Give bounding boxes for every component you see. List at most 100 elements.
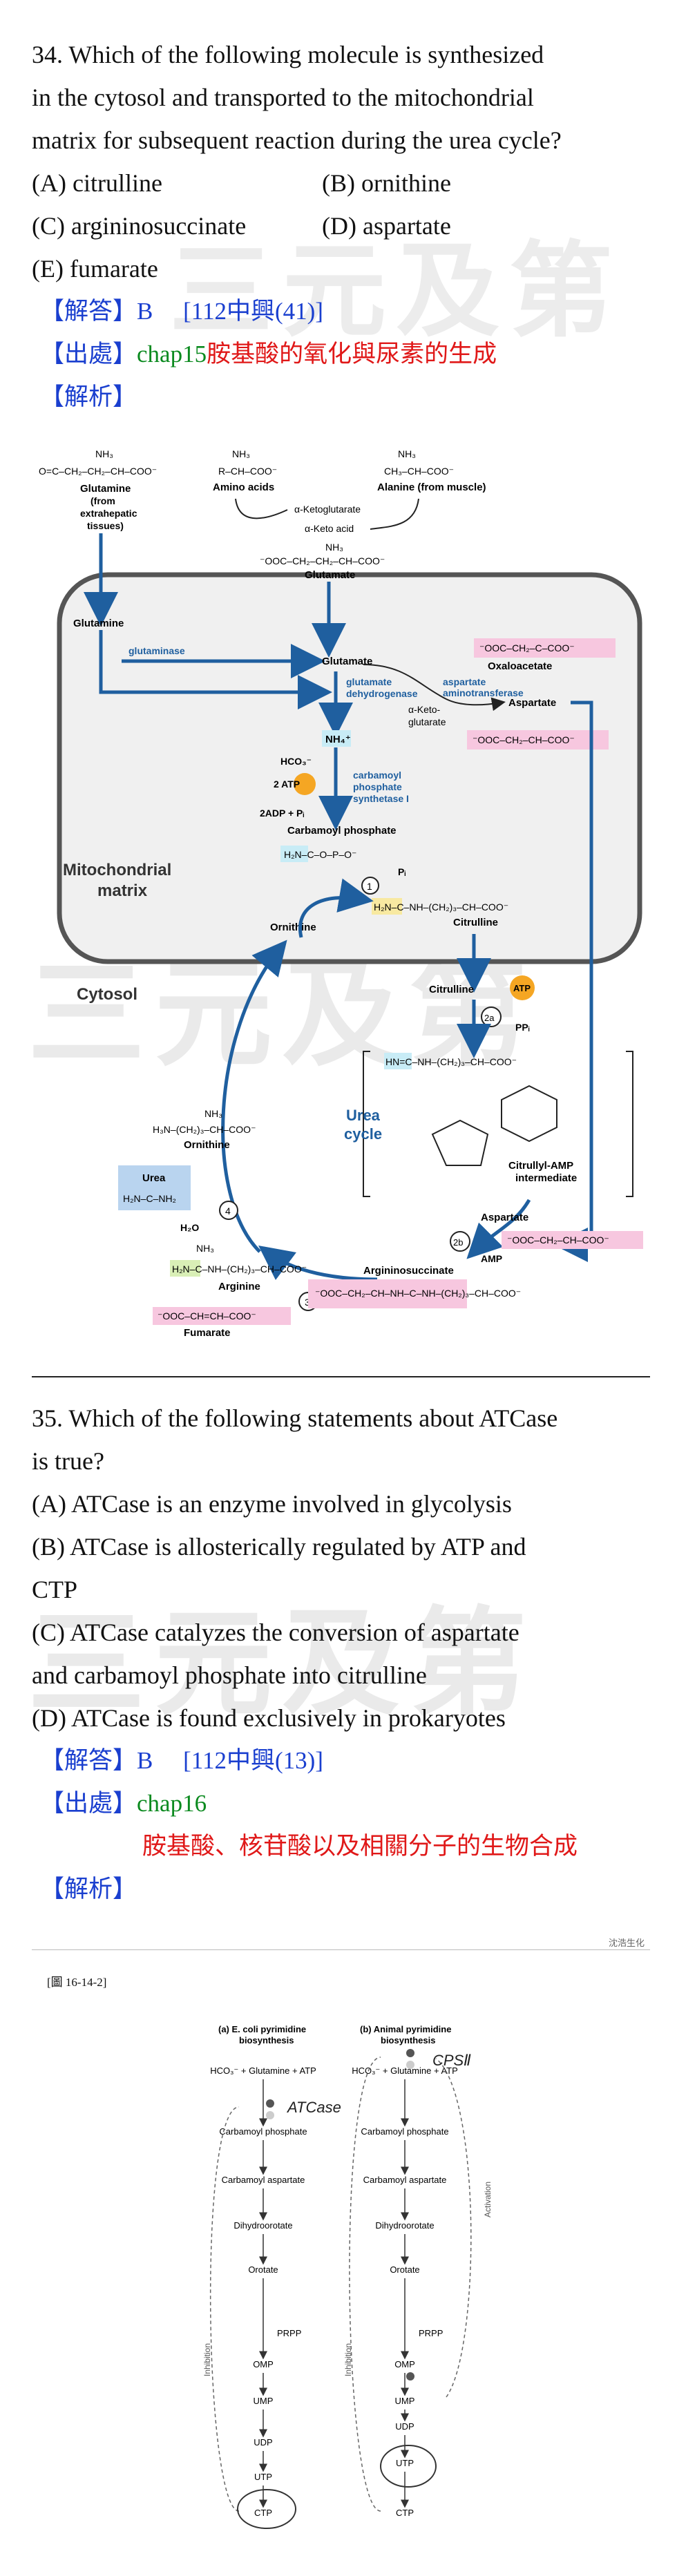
col-b-step-3: Dihydroorotate	[375, 2220, 434, 2231]
as-structure: ⁻OOC–CH₂–CH–NH–C–NH–(CH₂)₃–CH–COO⁻	[315, 1288, 521, 1299]
flow-arrow	[99, 630, 332, 709]
camp-label-1: Citrullyl-AMP	[508, 1160, 573, 1172]
oaa-structure: ⁻OOC–CH₂–C–COO⁻	[479, 642, 575, 653]
gdh-label-2: dehydrogenase	[346, 688, 418, 699]
col-a-title-2: biosynthesis	[239, 2035, 294, 2045]
cp-highlight	[280, 846, 308, 862]
question-line: 35. Which of the following statements ab…	[32, 1404, 558, 1432]
watermark: 三元及第	[28, 1596, 537, 1733]
bracket	[363, 1051, 633, 1197]
option-d: (D) aspartate	[322, 212, 451, 240]
glutamine-structure: O=C–CH₂–CH₂–CH–COO⁻	[39, 466, 157, 477]
source-title-line: 胺基酸、核苷酸以及相關分子的生物合成	[40, 1825, 578, 1868]
ca-structure: HN=C–NH–(CH₂)₃–CH–COO⁻	[385, 1056, 517, 1067]
answer-value: B	[137, 1747, 153, 1774]
answer-block-34: 【解答】B [112中興(41)] 【出處】chap15胺基酸的氧化與尿素的生成…	[40, 290, 497, 419]
step-4: 4	[225, 1205, 231, 1217]
step-2a: 2a	[484, 1013, 495, 1023]
option-c-cont: and carbamoyl phosphate into citrulline	[32, 1661, 427, 1689]
prpp-b: PRPP	[419, 2328, 443, 2338]
arg-highlight	[170, 1260, 200, 1277]
options-row: (E) fumarate	[32, 247, 562, 290]
source-label: 【出處】	[40, 341, 137, 368]
col-a-step-1: Carbamoyl phosphate	[219, 2126, 307, 2137]
asp2-structure: ⁻OOC–CH₂–CH–COO⁻	[507, 1234, 609, 1246]
answer-line: 【解答】B [112中興(41)]	[40, 290, 497, 333]
step-marker	[219, 1201, 238, 1220]
option-b: (B) ATCase is allosterically regulated b…	[32, 1533, 526, 1561]
explain-label: 【解析】	[40, 1876, 137, 1902]
glutamine-nh3: NH₃	[95, 448, 113, 459]
question-line: matrix for subsequent reaction during th…	[32, 126, 562, 154]
col-b-step-1: Carbamoyl phosphate	[361, 2126, 448, 2137]
col-b-step-6: UMP	[395, 2396, 415, 2406]
step-1: 1	[367, 881, 372, 892]
adenine-ring	[501, 1085, 557, 1143]
explain-line: 【解析】	[40, 376, 497, 419]
question-line: 34. Which of the following molecule is s…	[32, 41, 544, 68]
glutamate-mito-label: Glutamate	[322, 656, 372, 667]
answer-value: B	[137, 298, 153, 325]
explain-label: 【解析】	[40, 383, 137, 410]
col-a-steps: HCO₃⁻ + Glutamine + ATP Carbamoyl phospha…	[210, 2065, 316, 2518]
urea-structure: H₂N–C–NH₂	[123, 1193, 176, 1204]
ast-label-2: aminotransferase	[443, 687, 524, 698]
question-line: is true?	[32, 1447, 104, 1475]
glutamine-from3: tissues)	[87, 520, 124, 531]
option-c: (C) ATCase catalyzes the conversion of a…	[32, 1619, 519, 1646]
fumarate-structure: ⁻OOC–CH=CH–COO⁻	[158, 1310, 256, 1322]
activation-b: Activation	[483, 2182, 493, 2217]
citrulline-cyto-label: Citrulline	[429, 984, 474, 995]
answer-source: [112中興(13)]	[183, 1747, 323, 1774]
source-title: 胺基酸、核苷酸以及相關分子的生物合成	[142, 1833, 578, 1860]
arginine-structure: H₂N–C–NH–(CH₂)₃–CH–COO⁻	[172, 1263, 307, 1275]
nh4-highlight	[322, 730, 351, 747]
arginine-nh2: NH₃	[196, 1243, 214, 1254]
ornithine-structure: H₃N–(CH₂)₃–CH–COO⁻	[153, 1124, 256, 1135]
transamination-arrow	[370, 498, 419, 530]
glutamine-label: Glutamine	[80, 483, 131, 495]
option-b-cont: CTP	[32, 1576, 78, 1603]
step-2b: 2b	[453, 1237, 463, 1248]
col-a-step-9: CTP	[254, 2508, 272, 2518]
col-b-step-5: OMP	[394, 2359, 415, 2369]
cycle-arrow	[221, 939, 287, 1253]
transamination-arrow	[363, 664, 506, 712]
answer-source: [112中興(41)]	[183, 298, 323, 325]
source-line: 【出處】chap15胺基酸的氧化與尿素的生成	[40, 333, 497, 376]
cps2-label: phosphate	[353, 781, 402, 792]
akg2-label-a: α-Keto-	[408, 704, 441, 715]
cp-structure: H₂N–C–O–P–O⁻	[284, 849, 356, 860]
oxaloacetate-label: Oxaloacetate	[488, 660, 552, 672]
col-a-step-7: UDP	[254, 2437, 272, 2448]
h2o-label: H₂O	[180, 1222, 199, 1233]
source-label: 【出處】	[40, 1790, 137, 1817]
citrulline-label: Citrulline	[453, 917, 498, 928]
ca-highlight	[384, 1053, 412, 1069]
regulatory-dot	[406, 2372, 414, 2381]
options-row: (C) argininosuccinate (D) aspartate	[32, 204, 562, 247]
regulatory-dot	[266, 2099, 274, 2108]
argininosuccinate-label: Argininosuccinate	[363, 1265, 454, 1277]
pyrimidine-figure: 沈浩生化 [圖 16-14-2] (a) E. coli pyrimidine …	[32, 1934, 650, 2576]
camp-label-2: intermediate	[515, 1172, 577, 1184]
source-chapter: chap15	[137, 341, 207, 368]
inhibition-b: Inhibition	[343, 2343, 353, 2376]
urea-cycle-diagram: NH₃ O=C–CH₂–CH₂–CH–COO⁻ Glutamine (from …	[39, 448, 643, 1339]
amino-structure: R–CH–COO⁻	[218, 466, 277, 477]
divider	[32, 1376, 650, 1377]
fum-highlight	[153, 1307, 291, 1325]
col-b-step-4: Orotate	[390, 2264, 419, 2275]
pyrimidine-diagram: (a) E. coli pyrimidine biosynthesis (b) …	[202, 2024, 493, 2529]
col-a-step-0: HCO₃⁻ + Glutamine + ATP	[210, 2065, 316, 2076]
inhibition-a: Inhibition	[202, 2343, 212, 2376]
watermark: 三元及第	[169, 231, 623, 352]
nh4-label: NH₄⁺	[325, 734, 351, 745]
cycle-arrow	[258, 1246, 378, 1281]
ornithine-nh3: NH₃	[204, 1108, 222, 1119]
pi-label: Pᵢ	[398, 866, 406, 877]
figure-ref: [圖 16-14-2]	[47, 1976, 107, 1989]
answer-block-35: 【解答】B [112中興(13)] 【出處】chap16 胺基酸、核苷酸以及相關…	[40, 1739, 578, 1911]
source-title: 胺基酸的氧化與尿素的生成	[207, 341, 497, 368]
col-a-title-1: (a) E. coli pyrimidine	[218, 2024, 306, 2034]
